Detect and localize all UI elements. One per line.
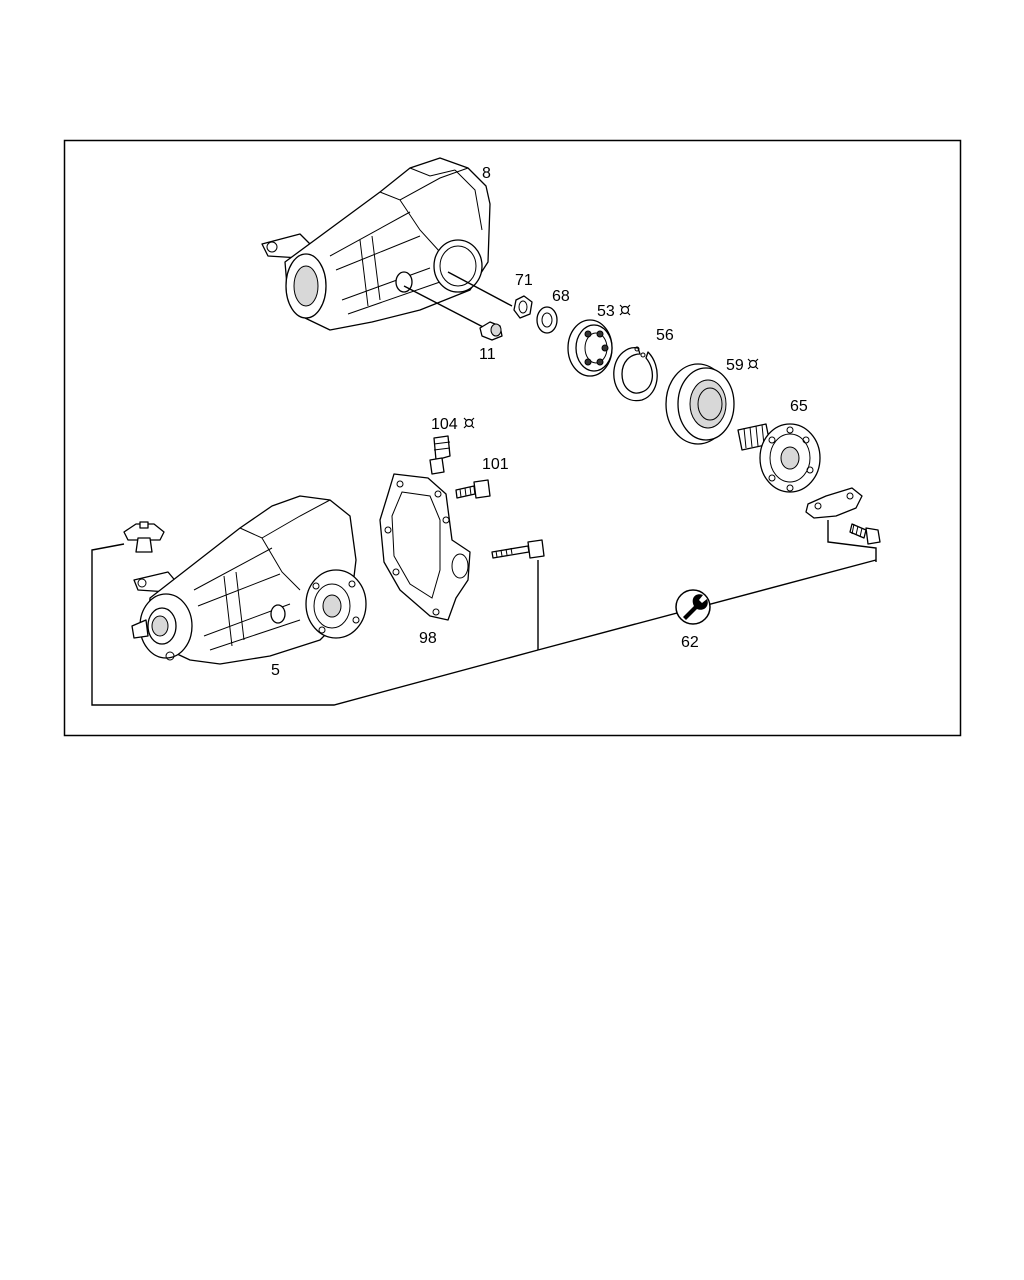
label-56: 56: [656, 327, 674, 344]
plug-part-11[interactable]: [479, 321, 503, 341]
bearing-part-53[interactable]: [567, 319, 613, 377]
nut-part-68[interactable]: [536, 306, 558, 334]
diagram-frame: [63, 139, 962, 737]
label-59: 59: [726, 357, 744, 374]
clip-part-71[interactable]: [513, 295, 533, 319]
label-101: 101: [482, 456, 509, 473]
cover-part-98[interactable]: [379, 473, 471, 621]
marker-icon: [747, 358, 759, 370]
snap-ring-part-56[interactable]: [613, 346, 658, 402]
label-8: 8: [482, 165, 491, 182]
label-11: 11: [479, 346, 496, 363]
label-5: 5: [271, 662, 280, 679]
long-bolt[interactable]: [491, 539, 545, 559]
label-104: 104: [431, 416, 458, 433]
marker-icon: [463, 417, 475, 429]
housing-part-8[interactable]: [261, 157, 491, 331]
label-71: 71: [515, 272, 533, 289]
axle-assembly-part-5[interactable]: [123, 495, 367, 665]
bolt-part-101[interactable]: [455, 479, 491, 499]
flange-part-65[interactable]: [737, 423, 821, 493]
lock-plate[interactable]: [805, 487, 863, 519]
label-62: 62: [681, 634, 699, 651]
wrench-icon: [675, 589, 711, 625]
sensor-part-104[interactable]: [429, 435, 451, 475]
seal-part-59[interactable]: [665, 363, 735, 445]
label-65: 65: [790, 398, 808, 415]
bolt-lock-plate[interactable]: [849, 523, 881, 545]
marker-icon: [619, 304, 631, 316]
label-68: 68: [552, 288, 570, 305]
label-53: 53: [597, 303, 615, 320]
label-98: 98: [419, 630, 437, 647]
